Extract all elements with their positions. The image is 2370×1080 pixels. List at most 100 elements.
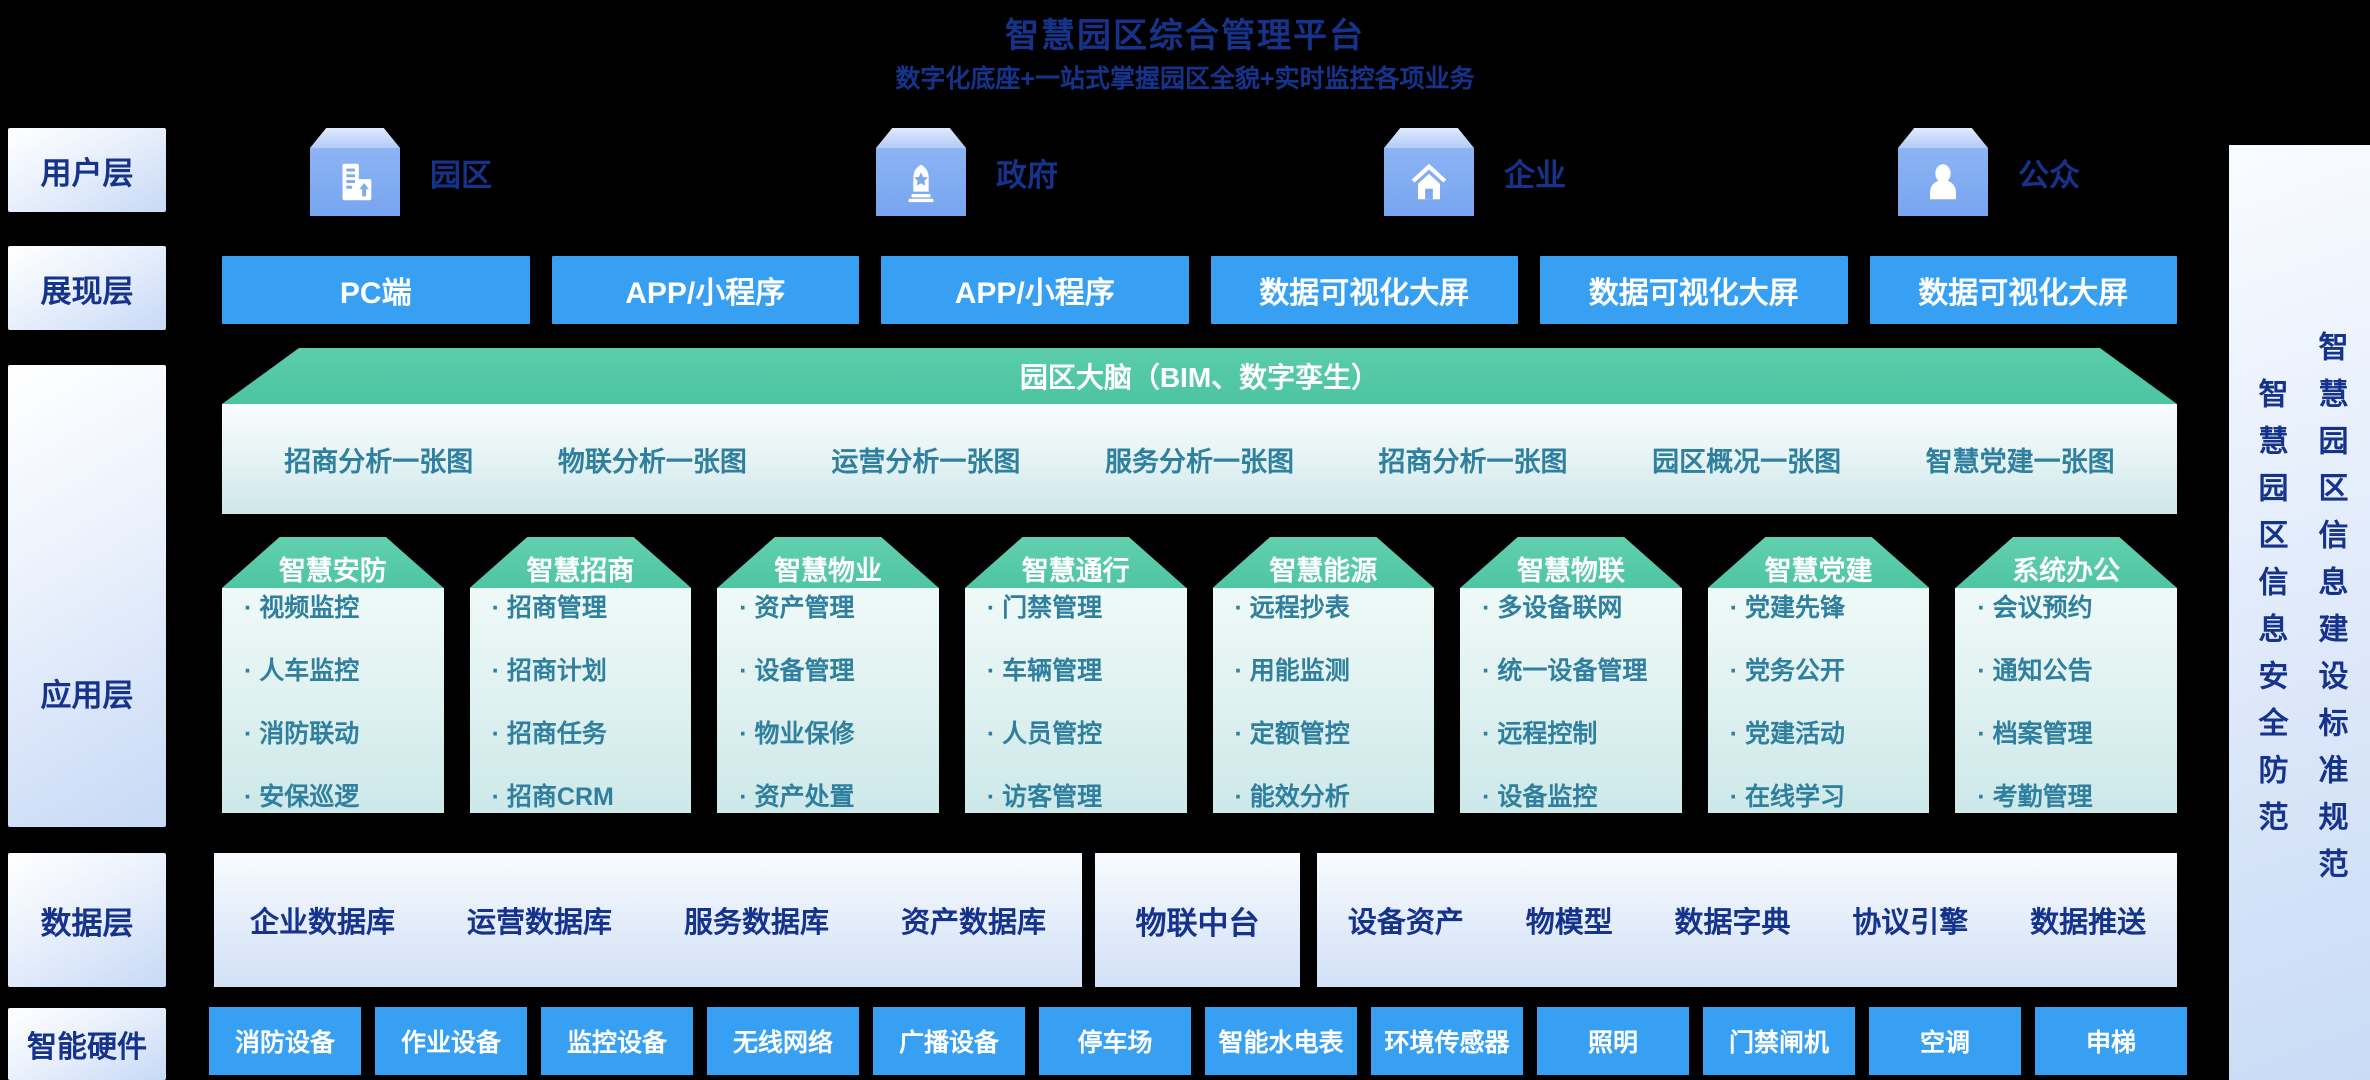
user-group-government: 政府 <box>876 128 1058 216</box>
app-card-body: 多设备联网 统一设备管理 远程控制 设备监控 <box>1460 588 1682 813</box>
app-card-title: 智慧物联 <box>1516 556 1625 586</box>
hardware-item: 监控设备 <box>541 1007 693 1075</box>
app-card-header: 智慧物业 <box>717 537 939 588</box>
sidebar-text-security: 智慧园区信息安全防范 <box>2253 377 2287 848</box>
app-card-item: 车辆管理 <box>987 651 1187 687</box>
layer-label-presentation-text: 展现层 <box>40 273 134 309</box>
presentation-item-app: APP/小程序 <box>881 256 1189 324</box>
app-card-header: 智慧招商 <box>469 537 692 588</box>
layer-label-data: 数据层 <box>8 853 166 987</box>
layer-label-user-text: 用户层 <box>40 155 134 191</box>
hardware-item: 环境传感器 <box>1371 1007 1523 1075</box>
app-card-office: 系统办公 会议预约 通知公告 档案管理 考勤管理 <box>1955 537 2177 813</box>
hardware-item: 停车场 <box>1039 1007 1191 1075</box>
app-card-header: 智慧党建 <box>1707 537 1930 588</box>
app-card-header: 智慧安防 <box>222 537 444 588</box>
hardware-row: 消防设备 作业设备 监控设备 无线网络 广播设备 停车场 智能水电表 环境传感器… <box>209 1007 2187 1075</box>
app-card-access: 智慧通行 门禁管理 车辆管理 人员管控 访客管理 <box>964 537 1187 813</box>
app-card-item: 会议预约 <box>1977 588 2177 624</box>
presentation-item-bigscreen: 数据可视化大屏 <box>1540 256 1848 324</box>
app-card-header: 系统办公 <box>1955 537 2177 588</box>
iot-service-item: 数据推送 <box>2030 907 2147 939</box>
park-brain-banner-text: 园区大脑（BIM、数字孪生） <box>1019 362 1380 393</box>
app-card-item: 视频监控 <box>244 588 444 624</box>
app-card-title: 智慧安防 <box>278 556 387 586</box>
hardware-item: 消防设备 <box>209 1007 361 1075</box>
app-card-item: 设备监控 <box>1482 777 1682 813</box>
app-card-item: 通知公告 <box>1977 651 2177 687</box>
page-subtitle: 数字化底座+一站式掌握园区全貌+实时监控各项业务 <box>895 65 1475 93</box>
app-card-item: 多设备联网 <box>1482 588 1682 624</box>
overview-item: 招商分析一张图 <box>284 446 474 477</box>
user-label: 园区 <box>430 157 492 193</box>
overview-item: 服务分析一张图 <box>1104 446 1294 477</box>
park-brain-banner: 园区大脑（BIM、数字孪生） <box>222 348 2177 404</box>
app-card-item: 资产管理 <box>739 588 939 624</box>
app-card-investment: 智慧招商 招商管理 招商计划 招商任务 招商CRM <box>469 537 692 813</box>
iot-platform-title: 物联中台 <box>1135 905 1260 941</box>
layer-label-hardware-text: 智能硬件 <box>27 1031 147 1064</box>
sidebar-text-standards: 智慧园区信息建设标准规范 <box>2313 330 2347 895</box>
hardware-item: 智能水电表 <box>1205 1007 1357 1075</box>
app-card-item: 远程控制 <box>1482 714 1682 750</box>
app-card-item: 党建活动 <box>1730 714 1930 750</box>
campus-building-icon <box>310 128 400 216</box>
app-card-header: 智慧通行 <box>964 537 1187 588</box>
layer-label-user: 用户层 <box>8 128 166 212</box>
layer-label-data-text: 数据层 <box>40 905 134 941</box>
overview-map-panel: 招商分析一张图 物联分析一张图 运营分析一张图 服务分析一张图 招商分析一张图 … <box>222 404 2177 514</box>
database-item: 资产数据库 <box>900 907 1046 939</box>
app-card-body: 资产管理 设备管理 物业保修 资产处置 <box>717 588 939 813</box>
overview-item: 智慧党建一张图 <box>1925 446 2115 477</box>
app-card-body: 门禁管理 车辆管理 人员管控 访客管理 <box>964 588 1187 813</box>
layer-label-application-text: 应用层 <box>40 678 134 713</box>
app-card-title: 智慧党建 <box>1764 556 1873 586</box>
app-card-item: 人员管控 <box>987 714 1187 750</box>
app-card-item: 访客管理 <box>987 777 1187 813</box>
hardware-item: 无线网络 <box>707 1007 859 1075</box>
icon-3d-top-face <box>876 128 966 148</box>
app-card-item: 党建先锋 <box>1730 588 1930 624</box>
database-item: 企业数据库 <box>249 907 395 939</box>
app-card-item: 档案管理 <box>1977 714 2177 750</box>
presentation-item-app: APP/小程序 <box>551 256 859 324</box>
app-card-party: 智慧党建 党建先锋 党务公开 党建活动 在线学习 <box>1707 537 1930 813</box>
user-label: 公众 <box>2018 157 2080 193</box>
app-card-item: 人车监控 <box>244 651 444 687</box>
iot-service-item: 物模型 <box>1525 907 1613 939</box>
app-card-header: 智慧物联 <box>1460 537 1682 588</box>
app-card-item: 招商管理 <box>492 588 692 624</box>
hardware-item: 空调 <box>1869 1007 2021 1075</box>
database-panel: 企业数据库 运营数据库 服务数据库 资产数据库 <box>214 853 1082 987</box>
icon-3d-front-face <box>1898 148 1988 216</box>
app-card-iot: 智慧物联 多设备联网 统一设备管理 远程控制 设备监控 <box>1460 537 1682 813</box>
hardware-item: 作业设备 <box>375 1007 527 1075</box>
presentation-row: PC端 APP/小程序 APP/小程序 数据可视化大屏 数据可视化大屏 数据可视… <box>222 256 2177 324</box>
app-card-body: 党建先锋 党务公开 党建活动 在线学习 <box>1707 588 1930 813</box>
app-card-item: 招商计划 <box>492 651 692 687</box>
app-card-item: 统一设备管理 <box>1482 651 1682 687</box>
hardware-item: 门禁闸机 <box>1703 1007 1855 1075</box>
enterprise-house-icon <box>1384 128 1474 216</box>
app-card-title: 智慧能源 <box>1269 556 1378 586</box>
user-group-campus: 园区 <box>310 128 492 216</box>
overview-item: 招商分析一张图 <box>1378 446 1568 477</box>
app-card-title: 系统办公 <box>2012 556 2121 586</box>
database-item: 运营数据库 <box>466 907 612 939</box>
app-card-title: 智慧招商 <box>526 556 635 586</box>
app-card-item: 在线学习 <box>1730 777 1930 813</box>
app-card-item: 考勤管理 <box>1977 777 2177 813</box>
iot-service-item: 设备资产 <box>1347 907 1464 939</box>
app-card-item: 定额管控 <box>1235 714 1435 750</box>
government-monument-icon <box>876 128 966 216</box>
app-card-item: 远程抄表 <box>1235 588 1435 624</box>
user-label: 政府 <box>996 157 1058 193</box>
presentation-item-bigscreen: 数据可视化大屏 <box>1210 256 1518 324</box>
icon-3d-front-face <box>1384 148 1474 216</box>
user-group-enterprise: 企业 <box>1384 128 1566 216</box>
icon-3d-top-face <box>310 128 400 148</box>
app-card-item: 招商任务 <box>492 714 692 750</box>
app-card-body: 远程抄表 用能监测 定额管控 能效分析 <box>1212 588 1435 813</box>
user-group-public: 公众 <box>1898 128 2080 216</box>
